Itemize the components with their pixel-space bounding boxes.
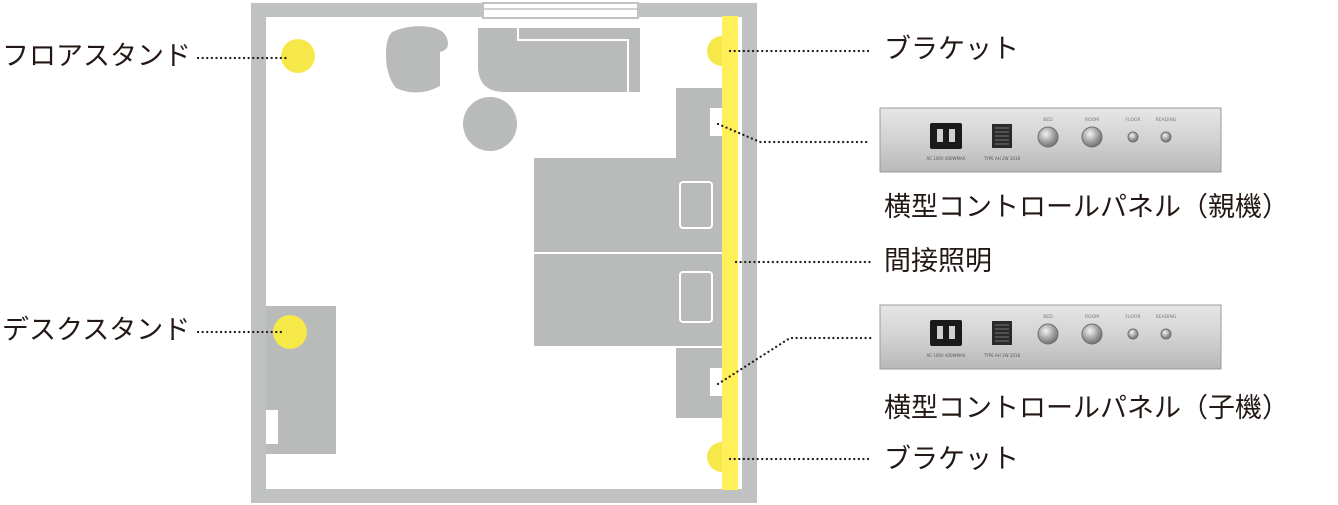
bed-lower: [534, 254, 722, 346]
label-panel-main: 横型コントロールパネル（親機）: [884, 192, 1289, 223]
label-indirect: 間接照明: [884, 246, 992, 277]
sofa: [478, 28, 640, 92]
desk-drawer: [266, 410, 278, 444]
bracket-lamp-top: [707, 36, 722, 66]
label-bracket-bottom: ブラケット: [884, 444, 1019, 475]
label-panel-sub: 横型コントロールパネル（子機）: [884, 393, 1289, 424]
knob-room[interactable]: [1081, 126, 1103, 148]
armchair: [386, 26, 448, 93]
knob-bed[interactable]: [1037, 126, 1059, 148]
window: [482, 2, 639, 19]
outlet-rating-text: AC 100V 400WMAX: [927, 353, 966, 358]
pillow-lower: [679, 271, 713, 323]
desk-stand-lamp: [273, 315, 307, 349]
floor-stand-lamp: [281, 39, 315, 73]
knob-label-floor: FLOOR: [1125, 117, 1140, 123]
bed-upper: [534, 158, 722, 252]
label-desk-stand: デスクスタンド: [2, 315, 191, 346]
knob-label-floor: FLOOR: [1125, 314, 1140, 320]
knob-label-bed: BED: [1043, 314, 1053, 320]
room-floorplan: [251, 2, 757, 503]
label-floor-stand: フロアスタンド: [2, 41, 191, 72]
knob-floor[interactable]: [1127, 328, 1139, 340]
room-floor: [266, 17, 742, 489]
label-bracket-top: ブラケット: [884, 34, 1019, 65]
control-panel-main-marker: [710, 108, 722, 136]
pillow-upper: [679, 181, 713, 229]
knob-label-room: ROOM: [1085, 117, 1099, 123]
knob-reading[interactable]: [1160, 131, 1172, 143]
port-text: TYPE AH 2W 2018: [983, 353, 1021, 358]
knob-bed[interactable]: [1037, 323, 1059, 345]
leader-panel-main: [716, 122, 872, 144]
knob-label-reading: READING: [1156, 314, 1177, 320]
round-table: [463, 97, 517, 151]
knob-label-reading: READING: [1156, 117, 1177, 123]
outlet-rating-text: AC 100V 400WMAX: [927, 156, 966, 161]
outlet-icon: [930, 320, 962, 346]
port-text: TYPE AH 2W 2018: [983, 156, 1021, 161]
knob-reading[interactable]: [1160, 328, 1172, 340]
knob-room[interactable]: [1081, 323, 1103, 345]
knob-floor[interactable]: [1127, 131, 1139, 143]
control-panel-main: AC 100V 400WMAX TYPE AH 2W 2018 BED ROOM FLO…: [879, 107, 1222, 173]
outlet-icon: [930, 123, 962, 149]
leader-lines: [196, 49, 874, 461]
leader-panel-sub: [716, 336, 874, 386]
knob-label-bed: BED: [1043, 117, 1053, 123]
control-panel-sub: AC 100V 400WMAX TYPE AH 2W 2018 BED ROOM FLO…: [879, 304, 1222, 370]
knob-label-room: ROOM: [1085, 314, 1099, 320]
control-panel-sub-marker: [710, 368, 722, 396]
bracket-lamp-bottom: [707, 442, 722, 472]
indirect-light-strip: [722, 16, 738, 490]
